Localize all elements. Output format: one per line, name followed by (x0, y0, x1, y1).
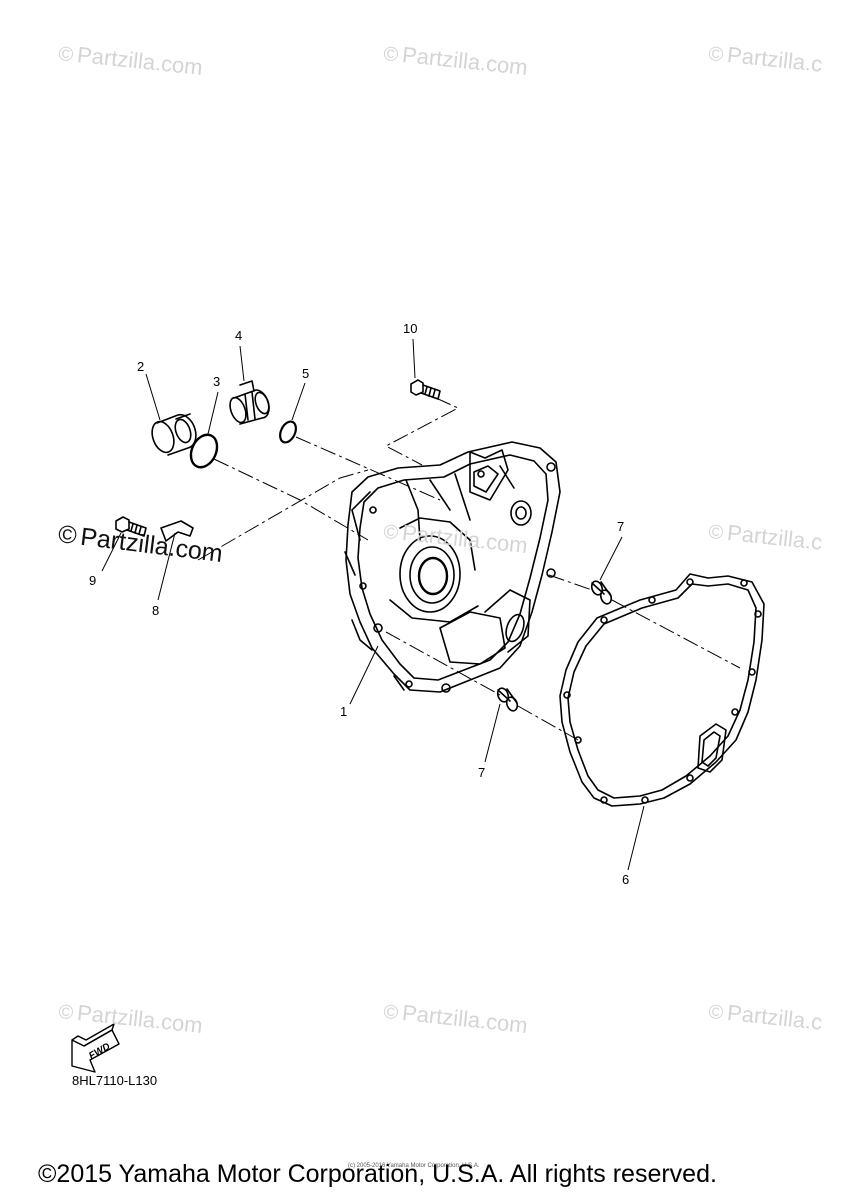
callout-8: 8 (152, 603, 160, 618)
part-7-dowel-upper (590, 580, 613, 605)
callout-5: 5 (302, 366, 310, 381)
part-6-gasket (559, 573, 765, 807)
callout-6: 6 (622, 872, 630, 887)
diagram-code: 8HL7110-L130 (72, 1073, 158, 1088)
callout-1: 1 (340, 704, 348, 719)
copyright-symbol: © (707, 1000, 725, 1025)
copyright-symbol: © (57, 1000, 75, 1025)
part-3-o-ring (189, 433, 219, 469)
callout-10: 10 (403, 321, 418, 336)
callout-3: 3 (213, 374, 221, 389)
alignment-lines (197, 397, 741, 741)
copyright-notice: ©2015 Yamaha Motor Corporation, U.S.A. A… (38, 1160, 717, 1188)
copyright-symbol: © (707, 520, 725, 545)
copyright-symbol: © (56, 520, 79, 551)
copyright-symbol: © (382, 520, 400, 545)
callout-7-upper: 7 (617, 519, 625, 534)
part-5-o-ring (279, 420, 297, 444)
copyright-symbol: © (382, 1000, 400, 1025)
leader-lines (101, 338, 645, 871)
fwd-arrow-icon (71, 1023, 120, 1073)
callout-4: 4 (235, 328, 243, 343)
part-1-crankcase-cover (344, 441, 561, 693)
part-2-plug (151, 413, 197, 456)
part-10-bolt (410, 379, 441, 400)
part-8-clip (160, 520, 194, 542)
callout-9: 9 (89, 573, 97, 588)
copyright-symbol: © (57, 42, 75, 67)
copyright-symbol: © (382, 42, 400, 67)
part-7-dowel-lower (496, 687, 519, 712)
callout-2: 2 (137, 359, 145, 374)
callout-7-lower: 7 (478, 765, 486, 780)
part-9-bolt (115, 516, 147, 537)
fine-print: (c) 2005-2016 Yamaha Motor Corporation, … (348, 1163, 480, 1169)
copyright-symbol: © (707, 42, 725, 67)
part-4-grommet (229, 380, 270, 425)
